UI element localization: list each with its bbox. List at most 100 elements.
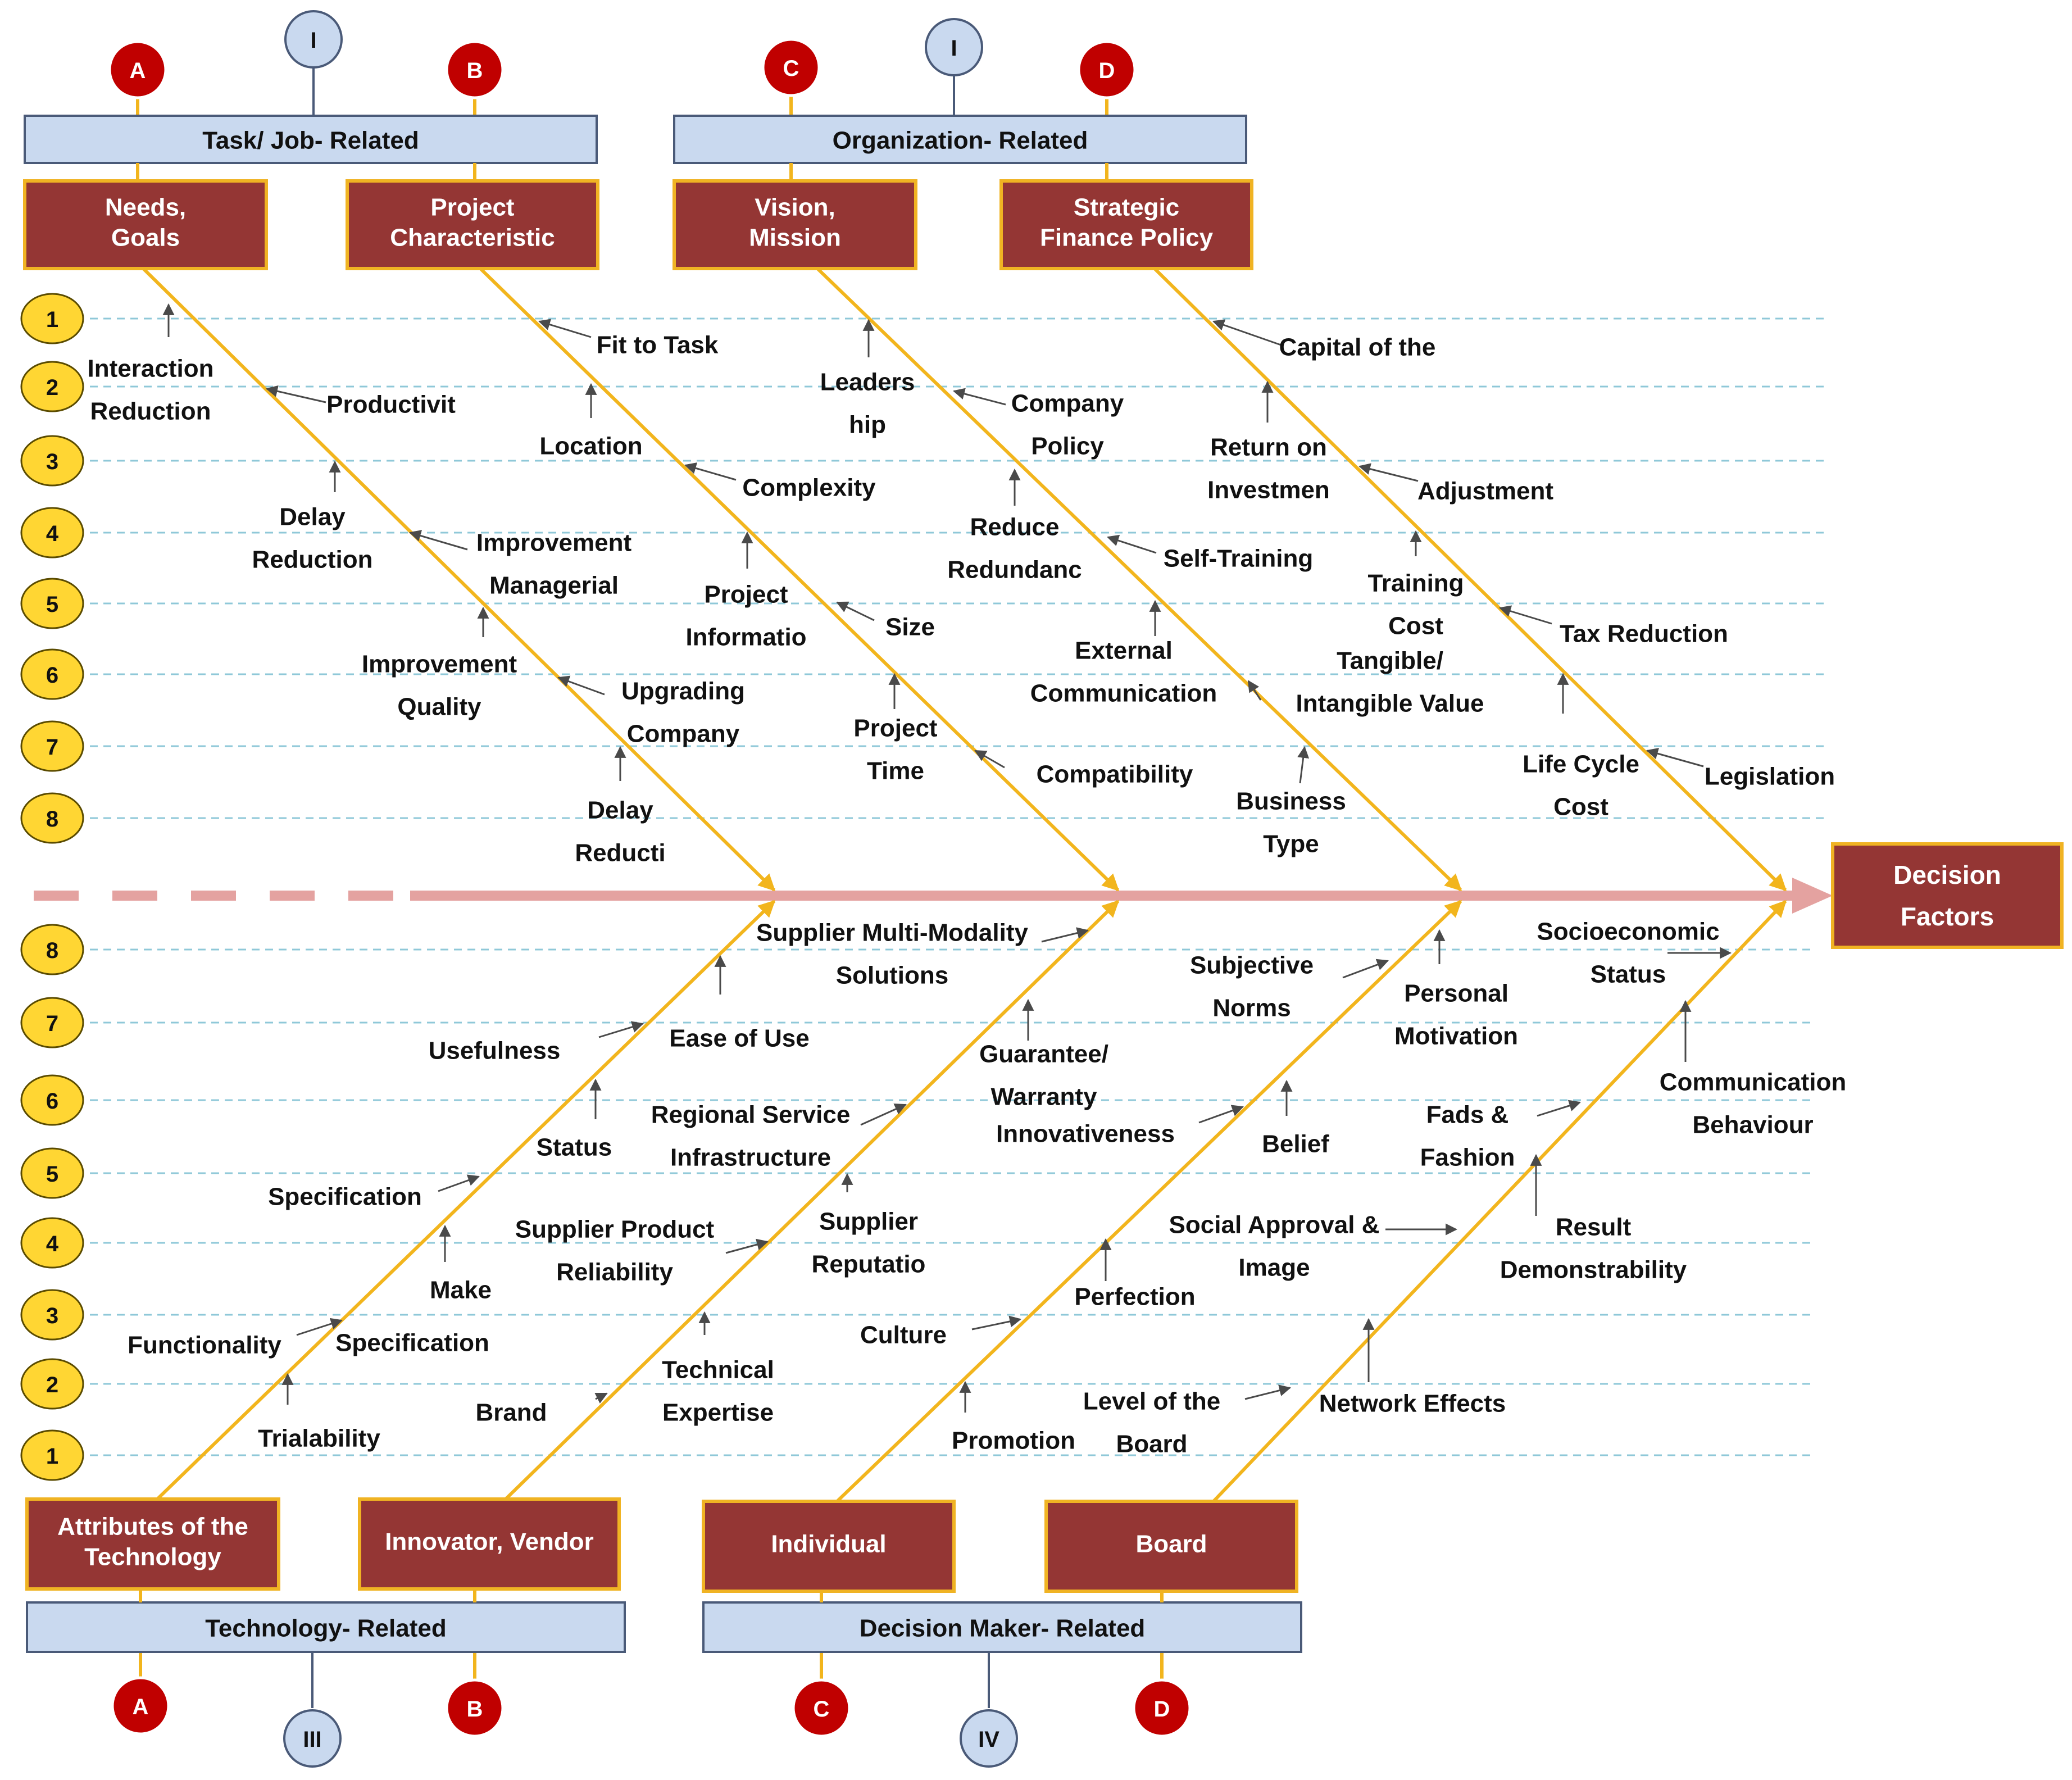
- category-vision-mission-label: Vision,Mission: [749, 194, 841, 252]
- cause-label-training-cost-line-2: Cost: [1388, 612, 1443, 640]
- cause-label-fit-to-task: Fit to Task: [597, 332, 719, 359]
- cause-label-self-training-line-1: Self-Training: [1164, 545, 1313, 573]
- cause-label-tangible-value-line-1: Tangible/: [1337, 647, 1443, 675]
- cause-label-productivity: Productivit: [326, 391, 456, 419]
- cause-arrow-2: [265, 385, 326, 403]
- cause-label-belief-line-1: Belief: [1262, 1130, 1329, 1158]
- cause-label-brand: Brand: [475, 1399, 547, 1427]
- level-label-bottom-8: 8: [46, 938, 58, 963]
- roman-tech-numeral: III: [303, 1727, 321, 1752]
- category-needs-goals-label: Needs,Goals: [105, 194, 186, 252]
- cause-label-trialability: Trialability: [258, 1425, 380, 1452]
- cause-label-business-type-line-1: Business: [1236, 788, 1346, 815]
- effect-box: [1831, 842, 2064, 949]
- cause-label-business-type-line-2: Type: [1263, 830, 1319, 858]
- level-label-top-8: 8: [46, 807, 58, 832]
- level-badge-top-3: [20, 435, 84, 487]
- level-label-bottom-2: 2: [46, 1373, 58, 1397]
- cause-label-tax-reduction: Tax Reduction: [1560, 620, 1728, 648]
- cause-label-functionality: Functionality: [128, 1332, 281, 1359]
- cause-label-company-policy-line-1: Company: [1011, 390, 1124, 417]
- cause-label-size-line-1: Size: [885, 614, 935, 641]
- marker-c-top-circle: [761, 38, 821, 97]
- level-badge-top-4: [20, 507, 84, 558]
- level-badge-top-8: [20, 792, 84, 844]
- cause-label-make: Make: [430, 1277, 492, 1304]
- level-badge-bottom-7: [20, 997, 84, 1048]
- cause-label-regional-service-line-2: Infrastructure: [670, 1144, 831, 1171]
- marker-b-bottom-circle: [445, 1678, 505, 1738]
- cause-label-supplier-multimodality-line-2: Solutions: [836, 962, 948, 989]
- category-project-characteristic-label-line-1: Project: [430, 194, 515, 221]
- cause-label-regional-service-line-1: Regional Service: [651, 1101, 851, 1129]
- cause-label-return-on-investment-line-1: Return on: [1210, 434, 1327, 461]
- roman-dm-numeral: IV: [978, 1727, 999, 1752]
- bone-attributes: [156, 900, 776, 1501]
- cause-arrow-45: [1198, 1105, 1244, 1124]
- cause-arrow-50: [1537, 1100, 1582, 1117]
- roman-tech-circle: [283, 1709, 342, 1768]
- cause-label-self-training: Self-Training: [1164, 545, 1313, 573]
- cause-label-guarantee-warranty-line-2: Warranty: [990, 1083, 1097, 1111]
- cause-label-fit-to-task-line-1: Fit to Task: [597, 332, 719, 359]
- cause-label-size: Size: [885, 614, 935, 641]
- level-badge-bottom-8: [20, 924, 84, 975]
- cause-arrow-12: [836, 601, 875, 621]
- cause-label-supplier-reputation-line-2: Reputatio: [812, 1251, 926, 1278]
- cause-label-promotion-line-1: Promotion: [952, 1427, 1075, 1455]
- cause-label-belief: Belief: [1262, 1130, 1329, 1158]
- category-project-characteristic-box: [346, 179, 599, 270]
- cause-label-project-information-line-1: Project: [704, 581, 788, 609]
- cause-label-training-cost-line-1: Training: [1367, 570, 1464, 597]
- cause-label-functionality-line-1: Functionality: [128, 1332, 281, 1359]
- cause-label-tangible-value-line-2: Intangible Value: [1296, 690, 1484, 718]
- cause-label-social-approval-line-1: Social Approval &: [1169, 1211, 1380, 1239]
- group-task-label: Task/ Job- Related: [202, 127, 419, 155]
- category-board-label: Board: [1135, 1531, 1207, 1558]
- marker-a-top-letter: A: [130, 58, 146, 83]
- level-label-bottom-1: 1: [46, 1444, 58, 1469]
- cause-label-usefulness: Usefulness: [429, 1037, 561, 1065]
- category-innovator-vendor-box: [358, 1497, 621, 1591]
- category-vision-mission-box: [673, 179, 917, 270]
- cause-label-personal-motivation-line-2: Motivation: [1394, 1023, 1518, 1050]
- marker-a-bottom-circle: [111, 1676, 170, 1736]
- cause-label-life-cycle-cost-line-1: Life Cycle: [1523, 751, 1639, 778]
- cause-label-specification-2-line-1: Specification: [335, 1329, 489, 1357]
- cause-label-culture: Culture: [860, 1322, 947, 1349]
- cause-arrow-42: [594, 1392, 608, 1404]
- cause-label-compatibility: Compatibility: [1037, 761, 1193, 788]
- category-attributes-technology-box: [25, 1497, 280, 1591]
- cause-label-complexity-line-1: Complexity: [742, 474, 876, 502]
- cause-label-life-cycle-cost-line-2: Cost: [1553, 793, 1608, 821]
- cause-label-innovativeness: Innovativeness: [996, 1120, 1175, 1148]
- group-dm-label: Decision Maker- Related: [860, 1615, 1146, 1642]
- category-innovator-vendor-label: Innovator, Vendor: [385, 1528, 594, 1556]
- level-label-bottom-4: 4: [46, 1232, 59, 1256]
- cause-label-guarantee-warranty-line-1: Guarantee/: [979, 1041, 1108, 1068]
- cause-arrow-54: [1244, 1384, 1292, 1400]
- cause-arrow-18: [1107, 534, 1157, 554]
- cause-label-specification-2: Specification: [335, 1329, 489, 1357]
- level-badge-bottom-6: [20, 1074, 84, 1126]
- cause-label-productivity-line-1: Productivit: [326, 391, 456, 419]
- cause-label-delay-reduction-2-line-1: Delay: [587, 797, 653, 824]
- cause-label-return-on-investment-line-2: Investmen: [1207, 476, 1330, 504]
- cause-label-social-approval-line-2: Image: [1238, 1254, 1310, 1282]
- cause-arrow-16: [952, 388, 1006, 406]
- category-attributes-technology-label-line-1: Attributes of the: [57, 1513, 248, 1541]
- cause-label-innovativeness-line-1: Innovativeness: [996, 1120, 1175, 1148]
- roman-task-numeral: I: [310, 28, 316, 53]
- cause-label-location: Location: [539, 433, 642, 460]
